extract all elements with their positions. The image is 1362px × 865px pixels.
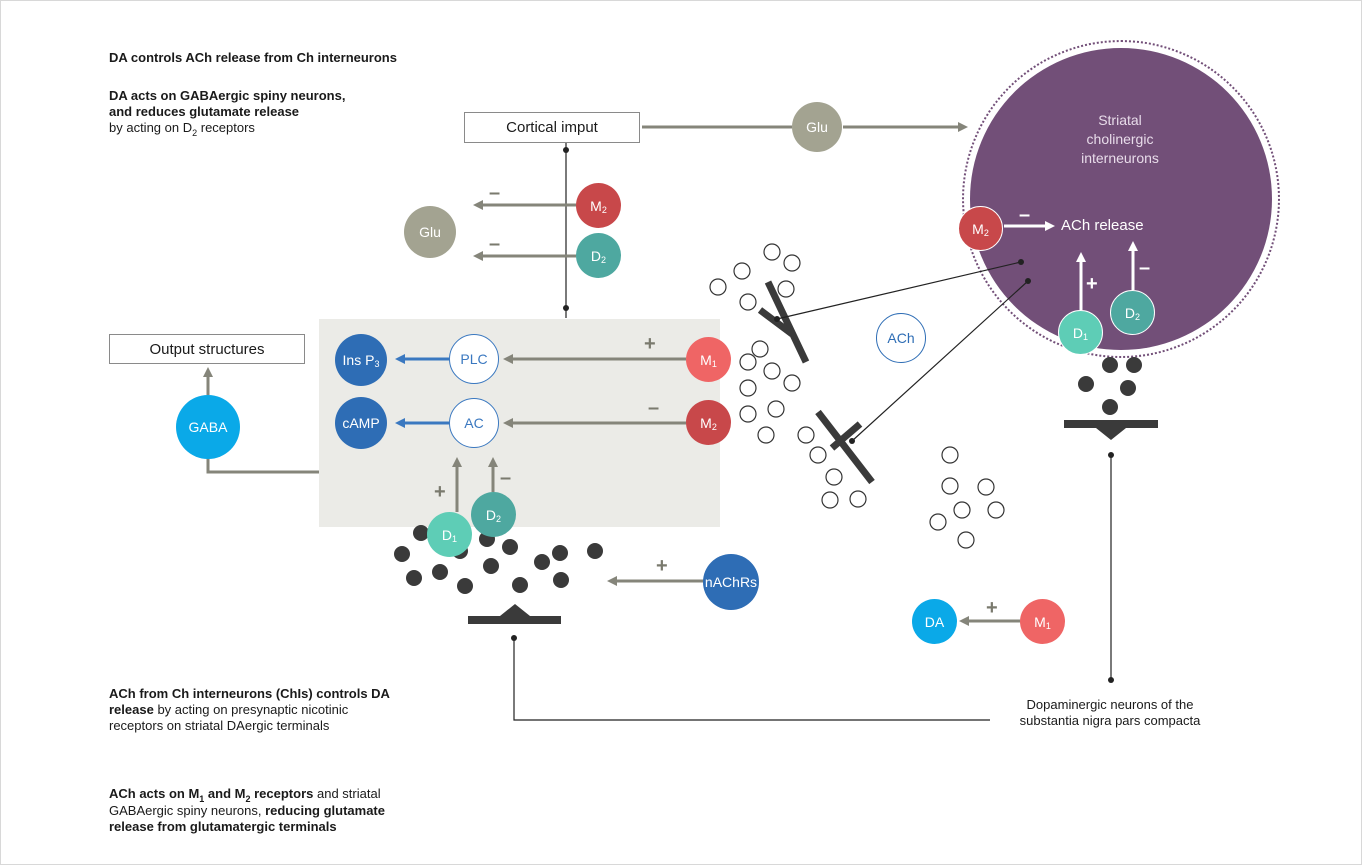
glu-node-top: Glu (792, 102, 842, 152)
heading-da-acts-line3: by acting on D2 receptors (109, 120, 255, 138)
plus-sign-interneuron-d1: + (1086, 273, 1098, 295)
minus-sign-m2-ac: – (648, 397, 660, 419)
heading-da-acts-line1: DA acts on GABAergic spiny neurons, (109, 88, 346, 103)
heading-da-acts-gaba: DA acts on GABAergic spiny neurons, and … (109, 88, 346, 138)
heading-da-acts-line2: and reduces glutamate release (109, 104, 300, 119)
heading-da-controls-ach: DA controls ACh release from Ch interneu… (109, 50, 397, 65)
gaba-node: GABA (176, 395, 240, 459)
da-node: DA (912, 599, 957, 644)
cortical-input-box: Cortical imput (464, 112, 640, 143)
plus-sign-m1-da: + (986, 597, 998, 619)
output-structures-box: Output structures (109, 334, 305, 364)
cholinergic-terminal-lower (815, 409, 875, 485)
minus-sign-interneuron-m2: – (1019, 204, 1031, 226)
glu-node-left: Glu (404, 206, 456, 258)
line-terminal-to-interneuron-1 (776, 261, 1022, 320)
ach-release-label: ACh release (1061, 217, 1144, 234)
paragraph-ach-acts-m1-m2: ACh acts on M1 and M2 receptors and stri… (109, 786, 385, 834)
minus-sign-d2-glu: – (489, 233, 501, 255)
ac-node: AC (449, 398, 499, 448)
plus-sign-m1-plc: + (644, 333, 656, 355)
da-vesicles-right (1078, 357, 1142, 415)
nachrs-node: nAChRs (703, 554, 759, 610)
ach-node: ACh (876, 313, 926, 363)
plus-sign-d1-ac: + (434, 481, 446, 503)
cholinergic-terminal-upper (764, 280, 810, 364)
plc-node: PLC (449, 334, 499, 384)
ach-vesicles (709, 243, 1005, 549)
da-vesicles-left (394, 525, 603, 594)
minus-sign-m2-glu: – (489, 182, 501, 204)
paragraph-ach-controls-da: ACh from Ch interneurons (ChIs) controls… (109, 686, 390, 733)
minus-sign-interneuron-d2: – (1139, 257, 1151, 279)
minus-sign-d2-ac: – (500, 467, 512, 489)
cholinergic-interneuron (962, 40, 1280, 358)
plus-sign-nachrs: + (656, 555, 668, 577)
camp-node: cAMP (335, 397, 387, 449)
line-terminal-to-interneuron-2 (851, 280, 1029, 442)
line-da-terminal-to-label (513, 638, 990, 721)
